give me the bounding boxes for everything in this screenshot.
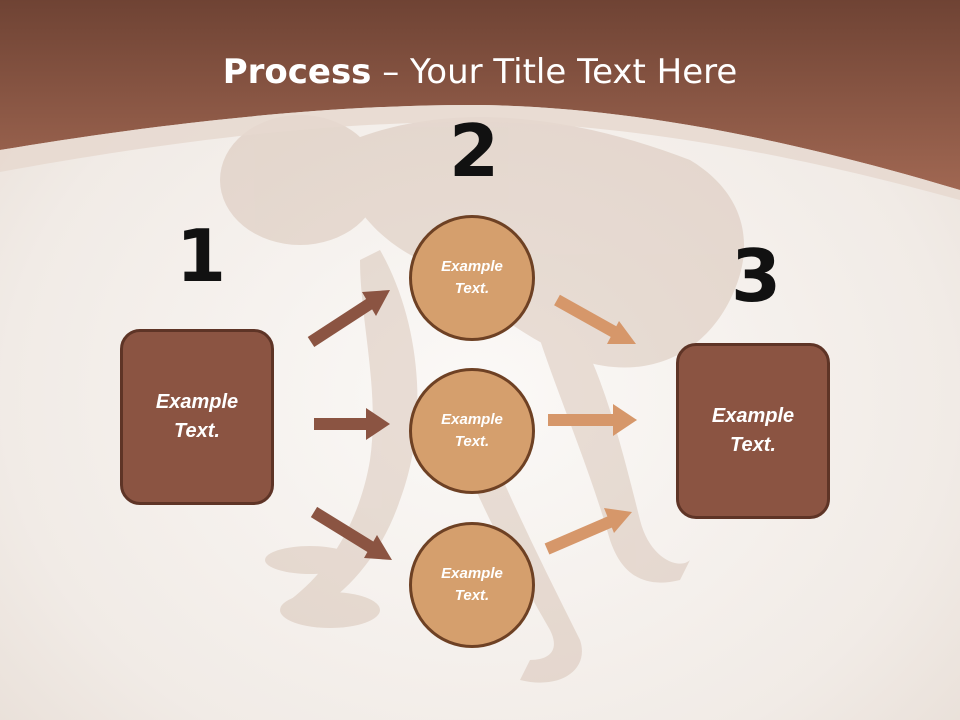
header-band	[0, 0, 960, 200]
step-2-circle-2-text: Example Text.	[441, 410, 503, 451]
step-2-circle-3-text: Example Text.	[441, 564, 503, 605]
step-1-number: 1	[176, 214, 227, 298]
step-2-circle-2: Example Text.	[409, 368, 535, 494]
slide-title: Process – Your Title Text Here	[0, 52, 960, 92]
step-1-text: Example Text.	[155, 391, 239, 442]
arrow-1-to-2-middle	[314, 408, 390, 440]
title-rest: – Your Title Text Here	[371, 52, 738, 92]
title-bold: Process	[222, 52, 372, 92]
step-3-text: Example Text.	[711, 405, 795, 456]
arrow-2-to-3-bottom	[544, 508, 632, 555]
step-2-circle-1: Example Text.	[409, 215, 535, 341]
step-2-circle-1-text: Example Text.	[441, 257, 503, 298]
step-3-box: Example Text.	[676, 343, 830, 519]
arrow-1-to-2-bottom	[310, 506, 392, 560]
step-2-circle-3: Example Text.	[409, 522, 535, 648]
step-3-number: 3	[731, 234, 782, 318]
step-2-number: 2	[449, 109, 500, 193]
arrow-2-to-3-middle	[548, 404, 637, 436]
step-1-box: Example Text.	[120, 329, 274, 505]
arrow-2-to-3-top	[554, 294, 636, 344]
arrow-1-to-2-top	[307, 290, 390, 348]
